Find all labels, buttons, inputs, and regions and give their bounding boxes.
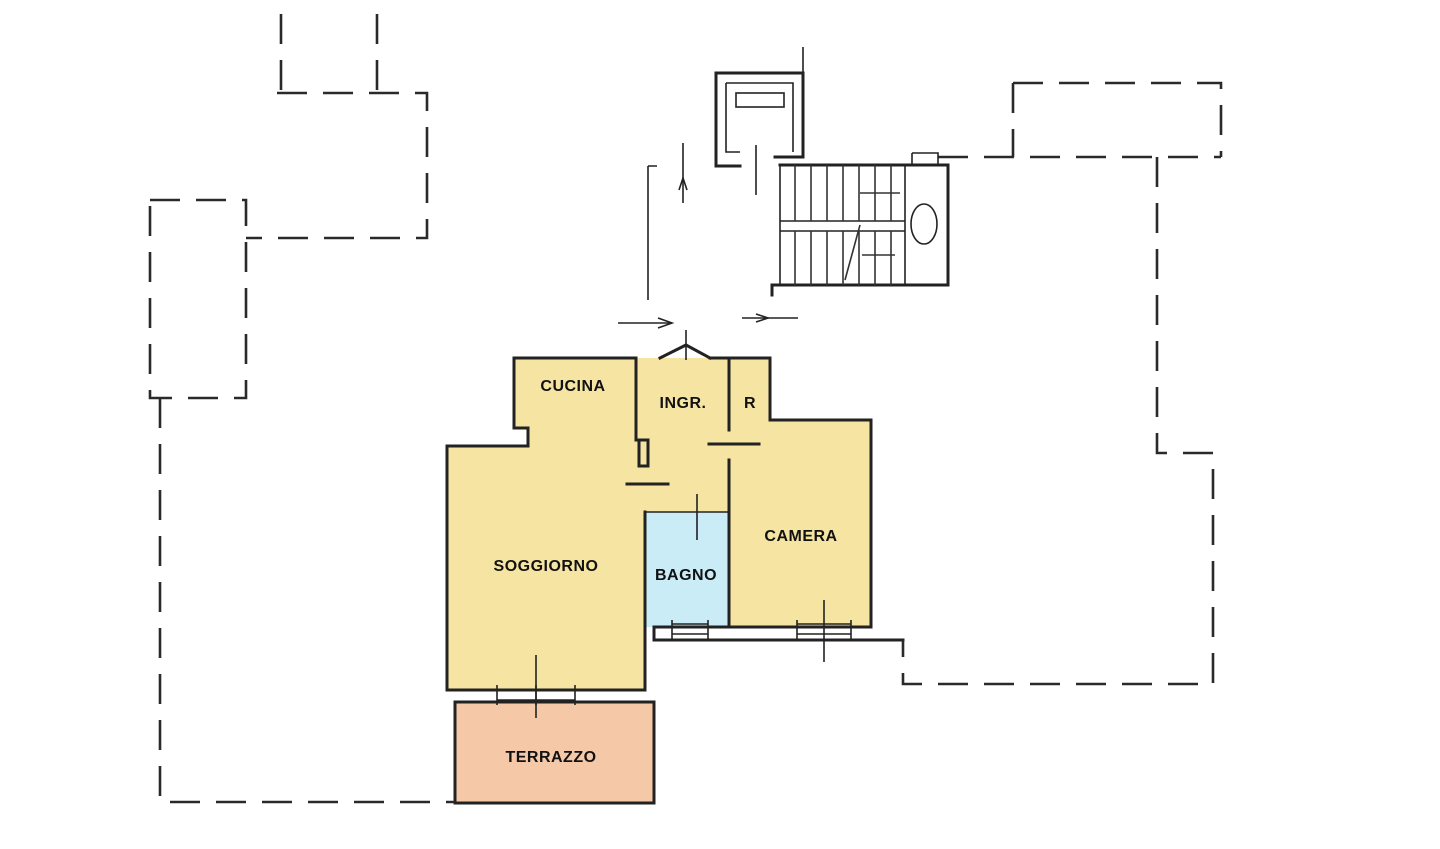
apartment-fill (447, 358, 871, 690)
terrace-fill (455, 702, 654, 803)
label-ingresso: INGR. (660, 395, 707, 412)
apartment-walls (445, 330, 905, 805)
room-fills (447, 358, 871, 803)
staircase (714, 47, 950, 297)
bath-fill (645, 512, 729, 627)
label-camera: CAMERA (764, 528, 837, 545)
room-labels: CUCINA INGR. R SOGGIORNO BAGNO CAMERA TE… (494, 378, 838, 766)
label-ripostiglio: R (744, 395, 756, 412)
label-soggiorno: SOGGIORNO (494, 558, 599, 575)
label-terrazzo: TERRAZZO (505, 749, 596, 766)
label-bagno: BAGNO (655, 567, 717, 584)
building-outline (148, 14, 1223, 804)
access-lines (618, 143, 798, 329)
label-cucina: CUCINA (540, 378, 605, 395)
